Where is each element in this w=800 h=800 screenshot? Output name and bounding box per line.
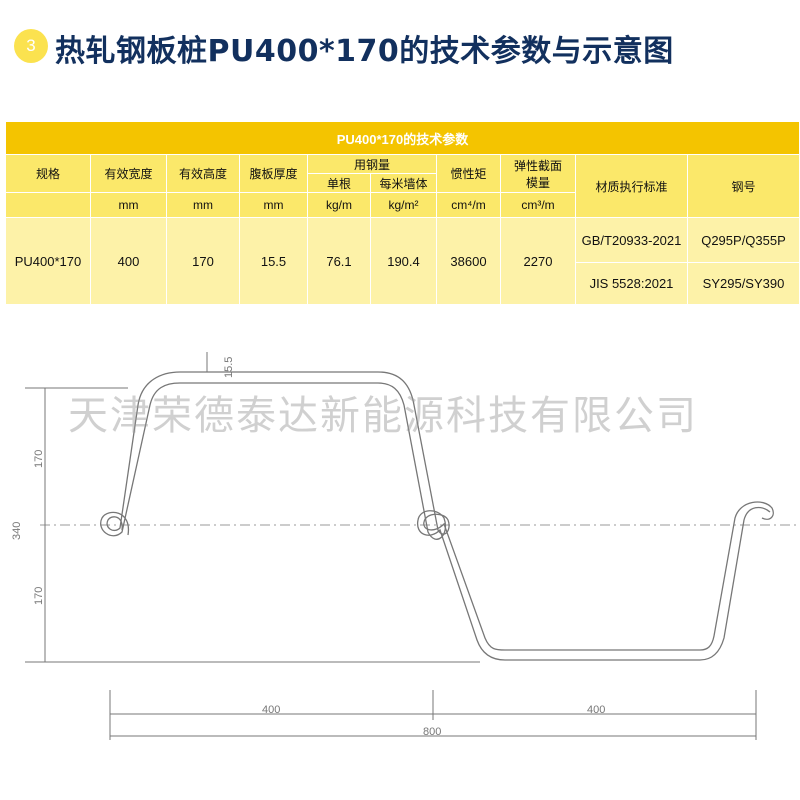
value-web-thickness: 15.5 bbox=[239, 217, 308, 305]
pile-profile-inner bbox=[106, 371, 774, 651]
value-effective-width: 400 bbox=[90, 217, 167, 305]
value-grade-sy: SY295/SY390 bbox=[687, 262, 800, 305]
value-per-meter-wall: 190.4 bbox=[370, 217, 437, 305]
header-section-modulus: 弹性截面 模量 bbox=[500, 154, 576, 193]
value-standard-jis: JIS 5528:2021 bbox=[575, 262, 688, 305]
step-badge: 3 bbox=[14, 29, 48, 63]
upper-height-label: 170 bbox=[33, 450, 45, 468]
left-width-label: 400 bbox=[262, 704, 280, 716]
value-section-modulus: 2270 bbox=[500, 217, 576, 305]
unit-effective-height: mm bbox=[166, 192, 240, 218]
header-steel-grade: 钢号 bbox=[687, 154, 800, 218]
page-header: 3 热轧钢板桩PU400*170的技术参数与示意图 bbox=[0, 0, 800, 80]
total-width-label: 800 bbox=[423, 726, 441, 738]
value-grade-q: Q295P/Q355P bbox=[687, 217, 800, 263]
header-section-modulus-line2: 模量 bbox=[525, 175, 550, 190]
section-diagram: 15.5 170 340 170 400 400 800 bbox=[11, 352, 800, 740]
page-title: 热轧钢板桩PU400*170的技术参数与示意图 bbox=[55, 34, 674, 69]
value-per-pile: 76.1 bbox=[307, 217, 371, 305]
unit-effective-width: mm bbox=[90, 192, 167, 218]
header-section-modulus-line1: 弹性截面 bbox=[513, 158, 562, 173]
lower-height-label: 170 bbox=[33, 587, 45, 605]
thickness-label: 15.5 bbox=[223, 357, 235, 378]
unit-web-thickness: mm bbox=[239, 192, 308, 218]
table-title: PU400*170的技术参数 bbox=[5, 121, 800, 155]
value-moment-of-inertia: 38600 bbox=[436, 217, 501, 305]
unit-blank bbox=[5, 192, 91, 218]
header-per-meter-wall: 每米墙体 bbox=[370, 173, 437, 193]
header-effective-height: 有效高度 bbox=[166, 154, 240, 193]
unit-section-modulus: cm³/m bbox=[500, 192, 576, 218]
unit-per-meter-wall: kg/m² bbox=[370, 192, 437, 218]
header-material-standard: 材质执行标准 bbox=[575, 154, 688, 218]
right-width-label: 400 bbox=[587, 704, 605, 716]
value-standard-gb: GB/T20933-2021 bbox=[575, 217, 688, 263]
header-steel-usage: 用钢量 bbox=[307, 154, 437, 174]
spec-table: PU400*170的技术参数 规格 有效宽度 有效高度 腹板厚度 用钢量 惯性矩… bbox=[5, 121, 800, 305]
total-height-label: 340 bbox=[11, 522, 23, 540]
value-effective-height: 170 bbox=[166, 217, 240, 305]
pile-profile-outer bbox=[100, 382, 771, 661]
header-per-pile: 单根 bbox=[307, 173, 371, 193]
value-spec: PU400*170 bbox=[5, 217, 91, 305]
unit-moment-of-inertia: cm⁴/m bbox=[436, 192, 501, 218]
header-effective-width: 有效宽度 bbox=[90, 154, 167, 193]
header-spec: 规格 bbox=[5, 154, 91, 193]
unit-per-pile: kg/m bbox=[307, 192, 371, 218]
header-moment-of-inertia: 惯性矩 bbox=[436, 154, 501, 193]
header-web-thickness: 腹板厚度 bbox=[239, 154, 308, 193]
